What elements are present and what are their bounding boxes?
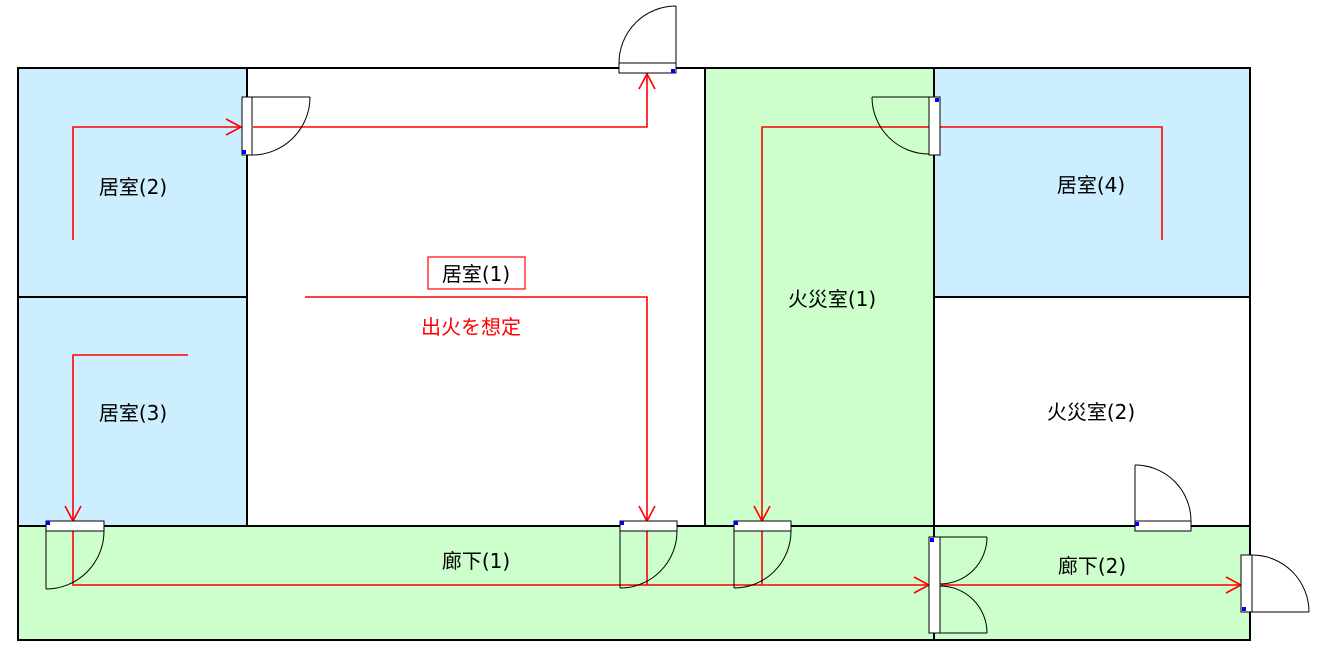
room-rouka-2 (933, 525, 1251, 641)
door-hinge-marker (671, 69, 675, 73)
label-rouka-1: 廊下(1) (442, 549, 510, 573)
door-frame (1134, 520, 1192, 532)
door-north-exit (618, 5, 677, 74)
door-hinge-marker (46, 521, 50, 525)
door-frame (618, 62, 677, 74)
door-swing-arc (1251, 554, 1310, 613)
evacuation-routes (64, 72, 1243, 594)
door-frame (1240, 554, 1253, 613)
room-kyoshitsu-4 (933, 67, 1251, 298)
label-kasaishitsu-2: 火災室(2) (1047, 400, 1135, 424)
route-kyoshitsu-4 (761, 126, 1163, 520)
label-kasaishitsu-1: 火災室(1) (788, 287, 876, 311)
fire-origin-highlight-box (427, 256, 526, 290)
route-kyoshitsu-1-south (305, 296, 648, 520)
door-kyoshitsu-3-to-rouka-1 (45, 520, 105, 590)
door-frame (928, 536, 941, 634)
room-kyoshitsu-2 (17, 67, 248, 298)
door-swing-arc (618, 5, 677, 64)
door-kyoshitsu-2-to-kyoshitsu-1 (241, 96, 311, 156)
door-swing-arc (251, 96, 311, 156)
route-kyoshitsu-1-north (253, 75, 648, 128)
door-kasaishitsu-2-to-rouka-2 (1134, 464, 1192, 532)
room-kyoshitsu-3 (17, 296, 248, 527)
room-labels: 居室(2) 居室(3) 居室(1) 出火を想定 火災室(1) 居室(4) 火災室… (99, 173, 1135, 578)
door-frame (241, 96, 253, 156)
door-hinge-marker (1242, 607, 1246, 611)
label-kyoshitsu-1: 居室(1) (442, 262, 510, 286)
arrow-right-icon (225, 118, 243, 136)
label-fire-origin: 出火を想定 (421, 315, 521, 339)
door-swing-arc (45, 530, 105, 590)
label-rouka-2: 廊下(2) (1058, 554, 1126, 578)
door-swing-arc (733, 530, 792, 589)
door-east-exit (1240, 554, 1310, 613)
route-rouka-1 (72, 531, 928, 586)
route-kyoshitsu-2 (72, 126, 240, 240)
door-hinge-marker (242, 150, 246, 154)
door-swing-arc-upper (939, 536, 988, 585)
door-swing-arc (871, 96, 930, 155)
label-kyoshitsu-4: 居室(4) (1057, 173, 1125, 197)
room-kasaishitsu-1 (704, 67, 935, 527)
door-swing-arc-lower (939, 585, 988, 634)
door-frame (733, 520, 792, 532)
label-kyoshitsu-3: 居室(3) (99, 401, 167, 425)
door-kasaishitsu-1-to-rouka-1 (733, 520, 792, 589)
label-kyoshitsu-2: 居室(2) (99, 175, 167, 199)
arrow-up-icon (638, 72, 656, 90)
door-frame (928, 96, 941, 156)
door-kyoshitsu-4-to-kasaishitsu-1 (871, 96, 941, 156)
door-hinge-marker (930, 538, 934, 542)
door-hinge-marker (935, 98, 939, 102)
door-hinge-marker (1135, 522, 1139, 526)
door-frame (45, 520, 105, 532)
door-rouka-1-to-rouka-2-double (928, 536, 988, 634)
door-hinge-marker (620, 521, 624, 525)
room-kasaishitsu-2 (933, 296, 1251, 527)
door-kyoshitsu-1-to-rouka-1 (619, 520, 678, 589)
door-swing-arc (1134, 464, 1192, 522)
doors (45, 5, 1310, 634)
door-swing-arc (619, 530, 678, 589)
door-hinge-marker (734, 521, 738, 525)
room-rouka-1 (17, 525, 935, 641)
door-frame (619, 520, 678, 532)
route-kyoshitsu-3 (72, 354, 188, 520)
